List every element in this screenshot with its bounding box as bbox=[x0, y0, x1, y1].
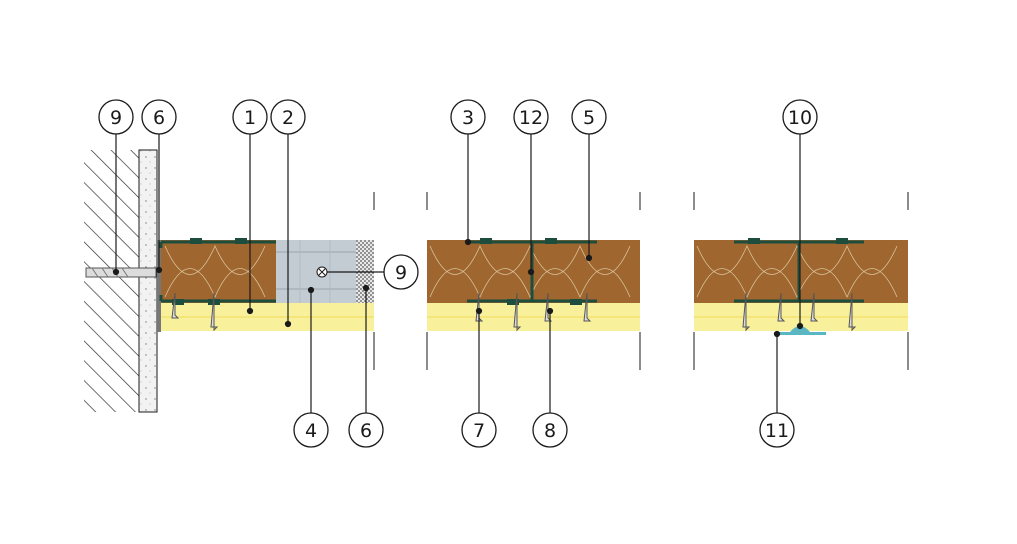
callout-8: 8 bbox=[532, 412, 568, 448]
anchor-dowel bbox=[85, 267, 157, 278]
screw-marker bbox=[316, 266, 328, 278]
callout-5: 5 bbox=[571, 99, 607, 135]
callout-3: 3 bbox=[450, 99, 486, 135]
callout-label: 4 bbox=[305, 420, 317, 442]
callout-2: 2 bbox=[270, 99, 306, 135]
callout-1: 1 bbox=[232, 99, 268, 135]
callout-9: 9 bbox=[98, 99, 134, 135]
callout-label: 10 bbox=[788, 107, 812, 129]
callout-label: 8 bbox=[544, 420, 556, 442]
joint-sealant bbox=[774, 332, 826, 335]
callout-9: 9 bbox=[383, 254, 419, 290]
callout-label: 2 bbox=[282, 107, 294, 129]
insulation-panel bbox=[694, 240, 908, 303]
callout-4: 4 bbox=[293, 412, 329, 448]
callout-7: 7 bbox=[461, 412, 497, 448]
insulation-panel bbox=[161, 240, 276, 303]
steel-profile bbox=[159, 240, 276, 303]
callout-label: 3 bbox=[462, 107, 474, 129]
board-joint-detail bbox=[693, 192, 909, 370]
sealing-strip bbox=[157, 240, 161, 332]
callout-label: 6 bbox=[153, 107, 165, 129]
callout-label: 9 bbox=[395, 262, 407, 284]
wall-junction-detail bbox=[84, 149, 375, 413]
drywall-screws bbox=[475, 292, 592, 332]
callout-label: 5 bbox=[583, 107, 595, 129]
callout-6: 6 bbox=[141, 99, 177, 135]
callout-12: 12 bbox=[513, 99, 549, 135]
callout-label: 11 bbox=[765, 420, 789, 442]
callout-10: 10 bbox=[782, 99, 818, 135]
callout-11: 11 bbox=[759, 412, 795, 448]
callout-label: 12 bbox=[519, 107, 543, 129]
callout-label: 9 bbox=[110, 107, 122, 129]
drywall-screws bbox=[171, 292, 219, 332]
masonry-wall bbox=[84, 150, 139, 412]
callout-6: 6 bbox=[348, 412, 384, 448]
panel-joint-detail bbox=[426, 192, 641, 370]
callout-label: 6 bbox=[360, 420, 372, 442]
callout-label: 7 bbox=[473, 420, 485, 442]
callout-label: 1 bbox=[244, 107, 256, 129]
drywall-screws bbox=[742, 292, 857, 332]
leader-lines bbox=[112, 134, 804, 413]
